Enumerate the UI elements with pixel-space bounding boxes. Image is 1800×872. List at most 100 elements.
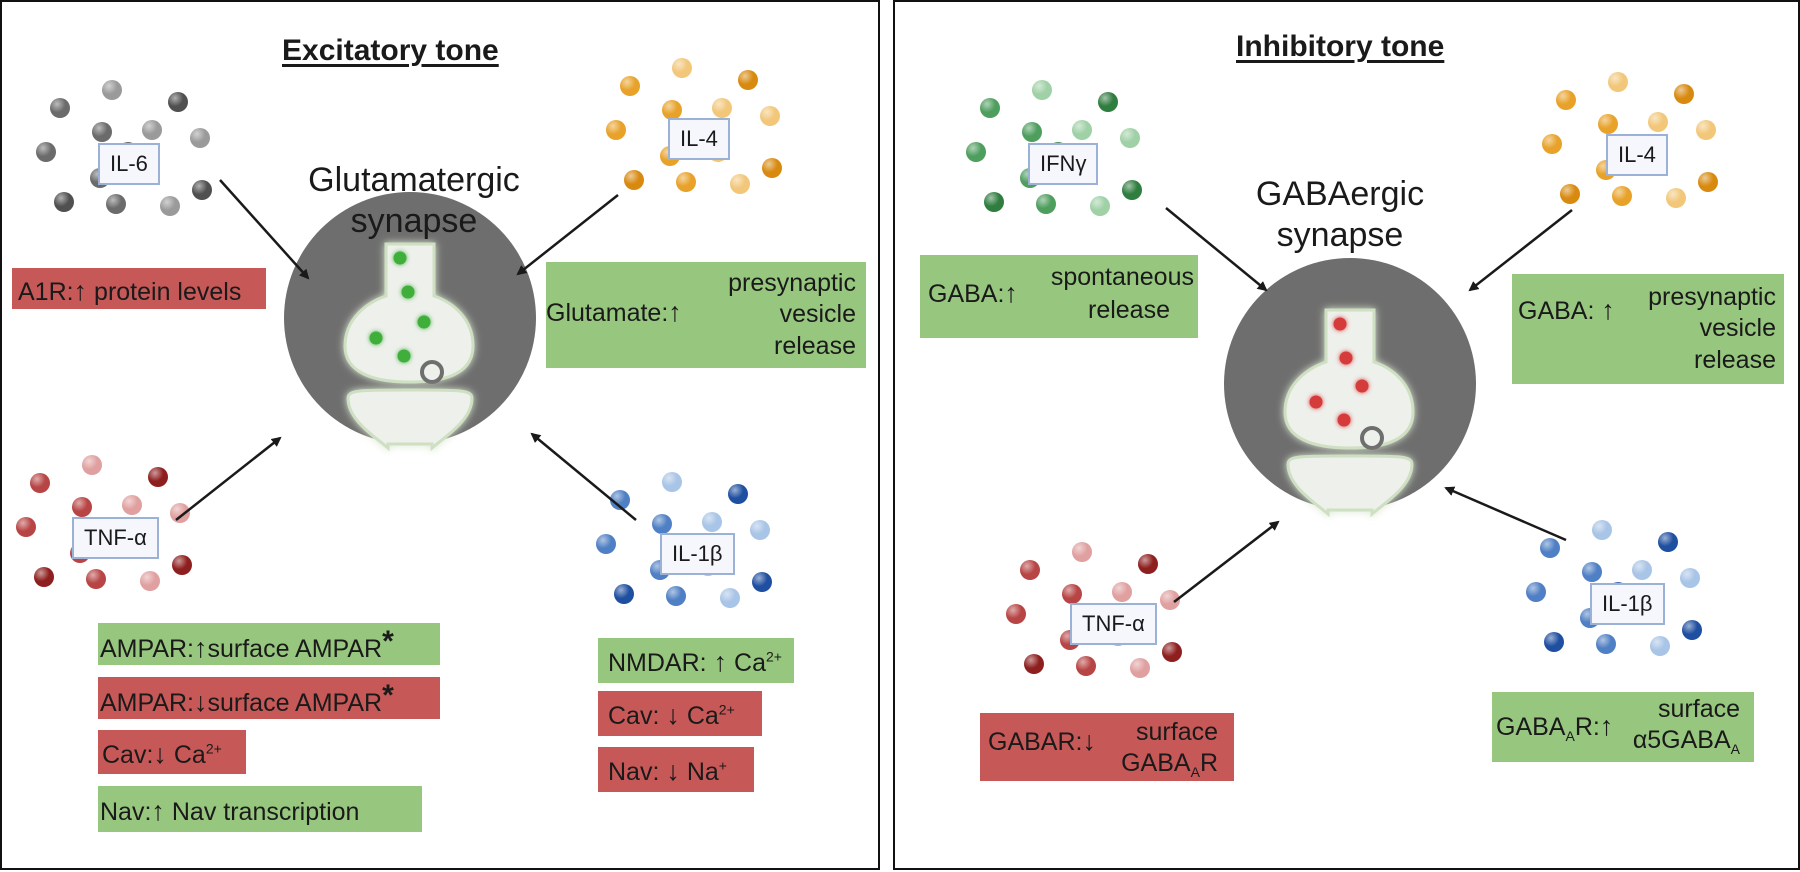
inhibitory-title: Inhibitory tone — [1236, 30, 1445, 63]
particle-highlight — [702, 512, 722, 532]
synaptic-vesicle — [1355, 379, 1369, 393]
ampar-increase-box: AMPAR:↑surface AMPAR* — [98, 623, 440, 665]
synapse-label-line1: GABAergic — [1255, 175, 1425, 213]
arrow-tnfr-to-synapse — [1173, 520, 1280, 603]
particle-highlight — [1650, 636, 1670, 656]
particle-highlight — [1072, 542, 1092, 562]
particle-highlight — [712, 98, 732, 118]
up-arrow-icon: ↑ — [668, 297, 682, 327]
particle-highlight — [966, 142, 986, 162]
nmdar-effect-box: NMDAR: ↑ Ca2+ — [598, 638, 794, 683]
nav-effect-box: Nav:↑ Nav transcription — [98, 786, 422, 832]
particle-highlight — [610, 490, 630, 510]
particle-highlight — [606, 120, 626, 140]
down-arrow-icon: ↓ — [153, 739, 167, 769]
particle-highlight — [652, 514, 672, 534]
particle-highlight — [1098, 92, 1118, 112]
gabaergic-synapse — [1224, 258, 1476, 518]
particle-highlight — [1112, 582, 1132, 602]
tnf-label-right: TNF-α — [1070, 603, 1157, 645]
up-arrow-icon: ↑ — [713, 647, 728, 677]
particle-highlight — [1682, 620, 1702, 640]
particle-highlight — [738, 70, 758, 90]
particle-highlight — [672, 58, 692, 78]
particle-highlight — [980, 98, 1000, 118]
particle-highlight — [752, 572, 772, 592]
particle-highlight — [1540, 538, 1560, 558]
particle-highlight — [50, 98, 70, 118]
il4-label-right: IL-4 — [1606, 134, 1668, 176]
il1b-cluster — [596, 472, 772, 608]
particle-highlight — [1544, 632, 1564, 652]
particle-highlight — [142, 120, 162, 140]
particle-highlight — [728, 484, 748, 504]
particle-highlight — [16, 517, 36, 537]
particle-highlight — [1560, 184, 1580, 204]
particle-highlight — [1680, 568, 1700, 588]
particle-highlight — [984, 192, 1004, 212]
particle-highlight — [172, 555, 192, 575]
up-arrow-icon: ↑ — [151, 796, 165, 826]
down-arrow-icon: ↓ — [666, 700, 680, 730]
synaptic-vesicle — [401, 285, 415, 299]
arrow-il4r-to-synapse — [1468, 209, 1573, 292]
particle-highlight — [1592, 520, 1612, 540]
synaptic-vesicle — [369, 331, 383, 345]
synaptic-vesicle — [1333, 317, 1347, 331]
il6-label: IL-6 — [98, 143, 160, 185]
up-arrow-icon: ↑ — [194, 633, 208, 663]
gabar-effect-box: GABAR:↓ surface GABAAR — [980, 713, 1234, 781]
particle-highlight — [122, 495, 142, 515]
particle-highlight — [1658, 532, 1678, 552]
particle-highlight — [1122, 180, 1142, 200]
synaptic-vesicle — [417, 315, 431, 329]
gaba-spontaneous-box: GABA:↑ spontaneous release — [920, 255, 1198, 338]
nav-effect-box-2: Nav: ↓ Na+ — [598, 747, 754, 792]
particle-highlight — [1072, 120, 1092, 140]
particle-highlight — [168, 92, 188, 112]
synaptic-vesicle — [393, 251, 407, 265]
particle-highlight — [1582, 562, 1602, 582]
particle-highlight — [1020, 560, 1040, 580]
gabaar-effect-box: GABAAR:↑ surface α5GABAA — [1492, 692, 1754, 762]
up-arrow-icon: ↑ — [73, 276, 88, 306]
particle-highlight — [762, 158, 782, 178]
gabaergic-synapse-label: GABAergic synapse — [1220, 174, 1460, 257]
particle-highlight — [72, 497, 92, 517]
glutamatergic-synapse-label: Glutamatergic synapse — [294, 160, 534, 243]
particle-highlight — [1542, 134, 1562, 154]
particle-highlight — [1036, 194, 1056, 214]
particle-highlight — [190, 128, 210, 148]
particle-highlight — [1696, 120, 1716, 140]
particle-highlight — [1162, 642, 1182, 662]
a1r-effect-box: A1R:↑ protein levels — [12, 268, 266, 309]
particle-highlight — [106, 194, 126, 214]
particle-highlight — [614, 584, 634, 604]
particle-highlight — [1556, 90, 1576, 110]
receptor-bump — [1360, 426, 1384, 450]
down-arrow-icon: ↓ — [194, 687, 208, 717]
particle-highlight — [624, 170, 644, 190]
up-arrow-icon: ↑ — [1004, 278, 1018, 308]
particle-highlight — [1032, 80, 1052, 100]
up-arrow-icon: ↑ — [1599, 711, 1614, 741]
particle-highlight — [1596, 634, 1616, 654]
glutamate-effect-box: Glutamate:↑ presynaptic vesicle release — [546, 262, 866, 368]
synaptic-vesicle — [1309, 395, 1323, 409]
particle-highlight — [760, 106, 780, 126]
receptor-bump — [420, 360, 444, 384]
ifng-label: IFNγ — [1028, 143, 1099, 185]
particle-highlight — [1674, 84, 1694, 104]
arrow-il1b-to-synapse — [530, 432, 637, 521]
particle-highlight — [92, 122, 112, 142]
particle-highlight — [1130, 658, 1150, 678]
particle-highlight — [1024, 654, 1044, 674]
particle-highlight — [720, 588, 740, 608]
particle-highlight — [1612, 186, 1632, 206]
particle-highlight — [1022, 122, 1042, 142]
particle-highlight — [1666, 188, 1686, 208]
particle-highlight — [1160, 590, 1180, 610]
postsynaptic-terminal — [346, 388, 474, 452]
particle-highlight — [750, 520, 770, 540]
